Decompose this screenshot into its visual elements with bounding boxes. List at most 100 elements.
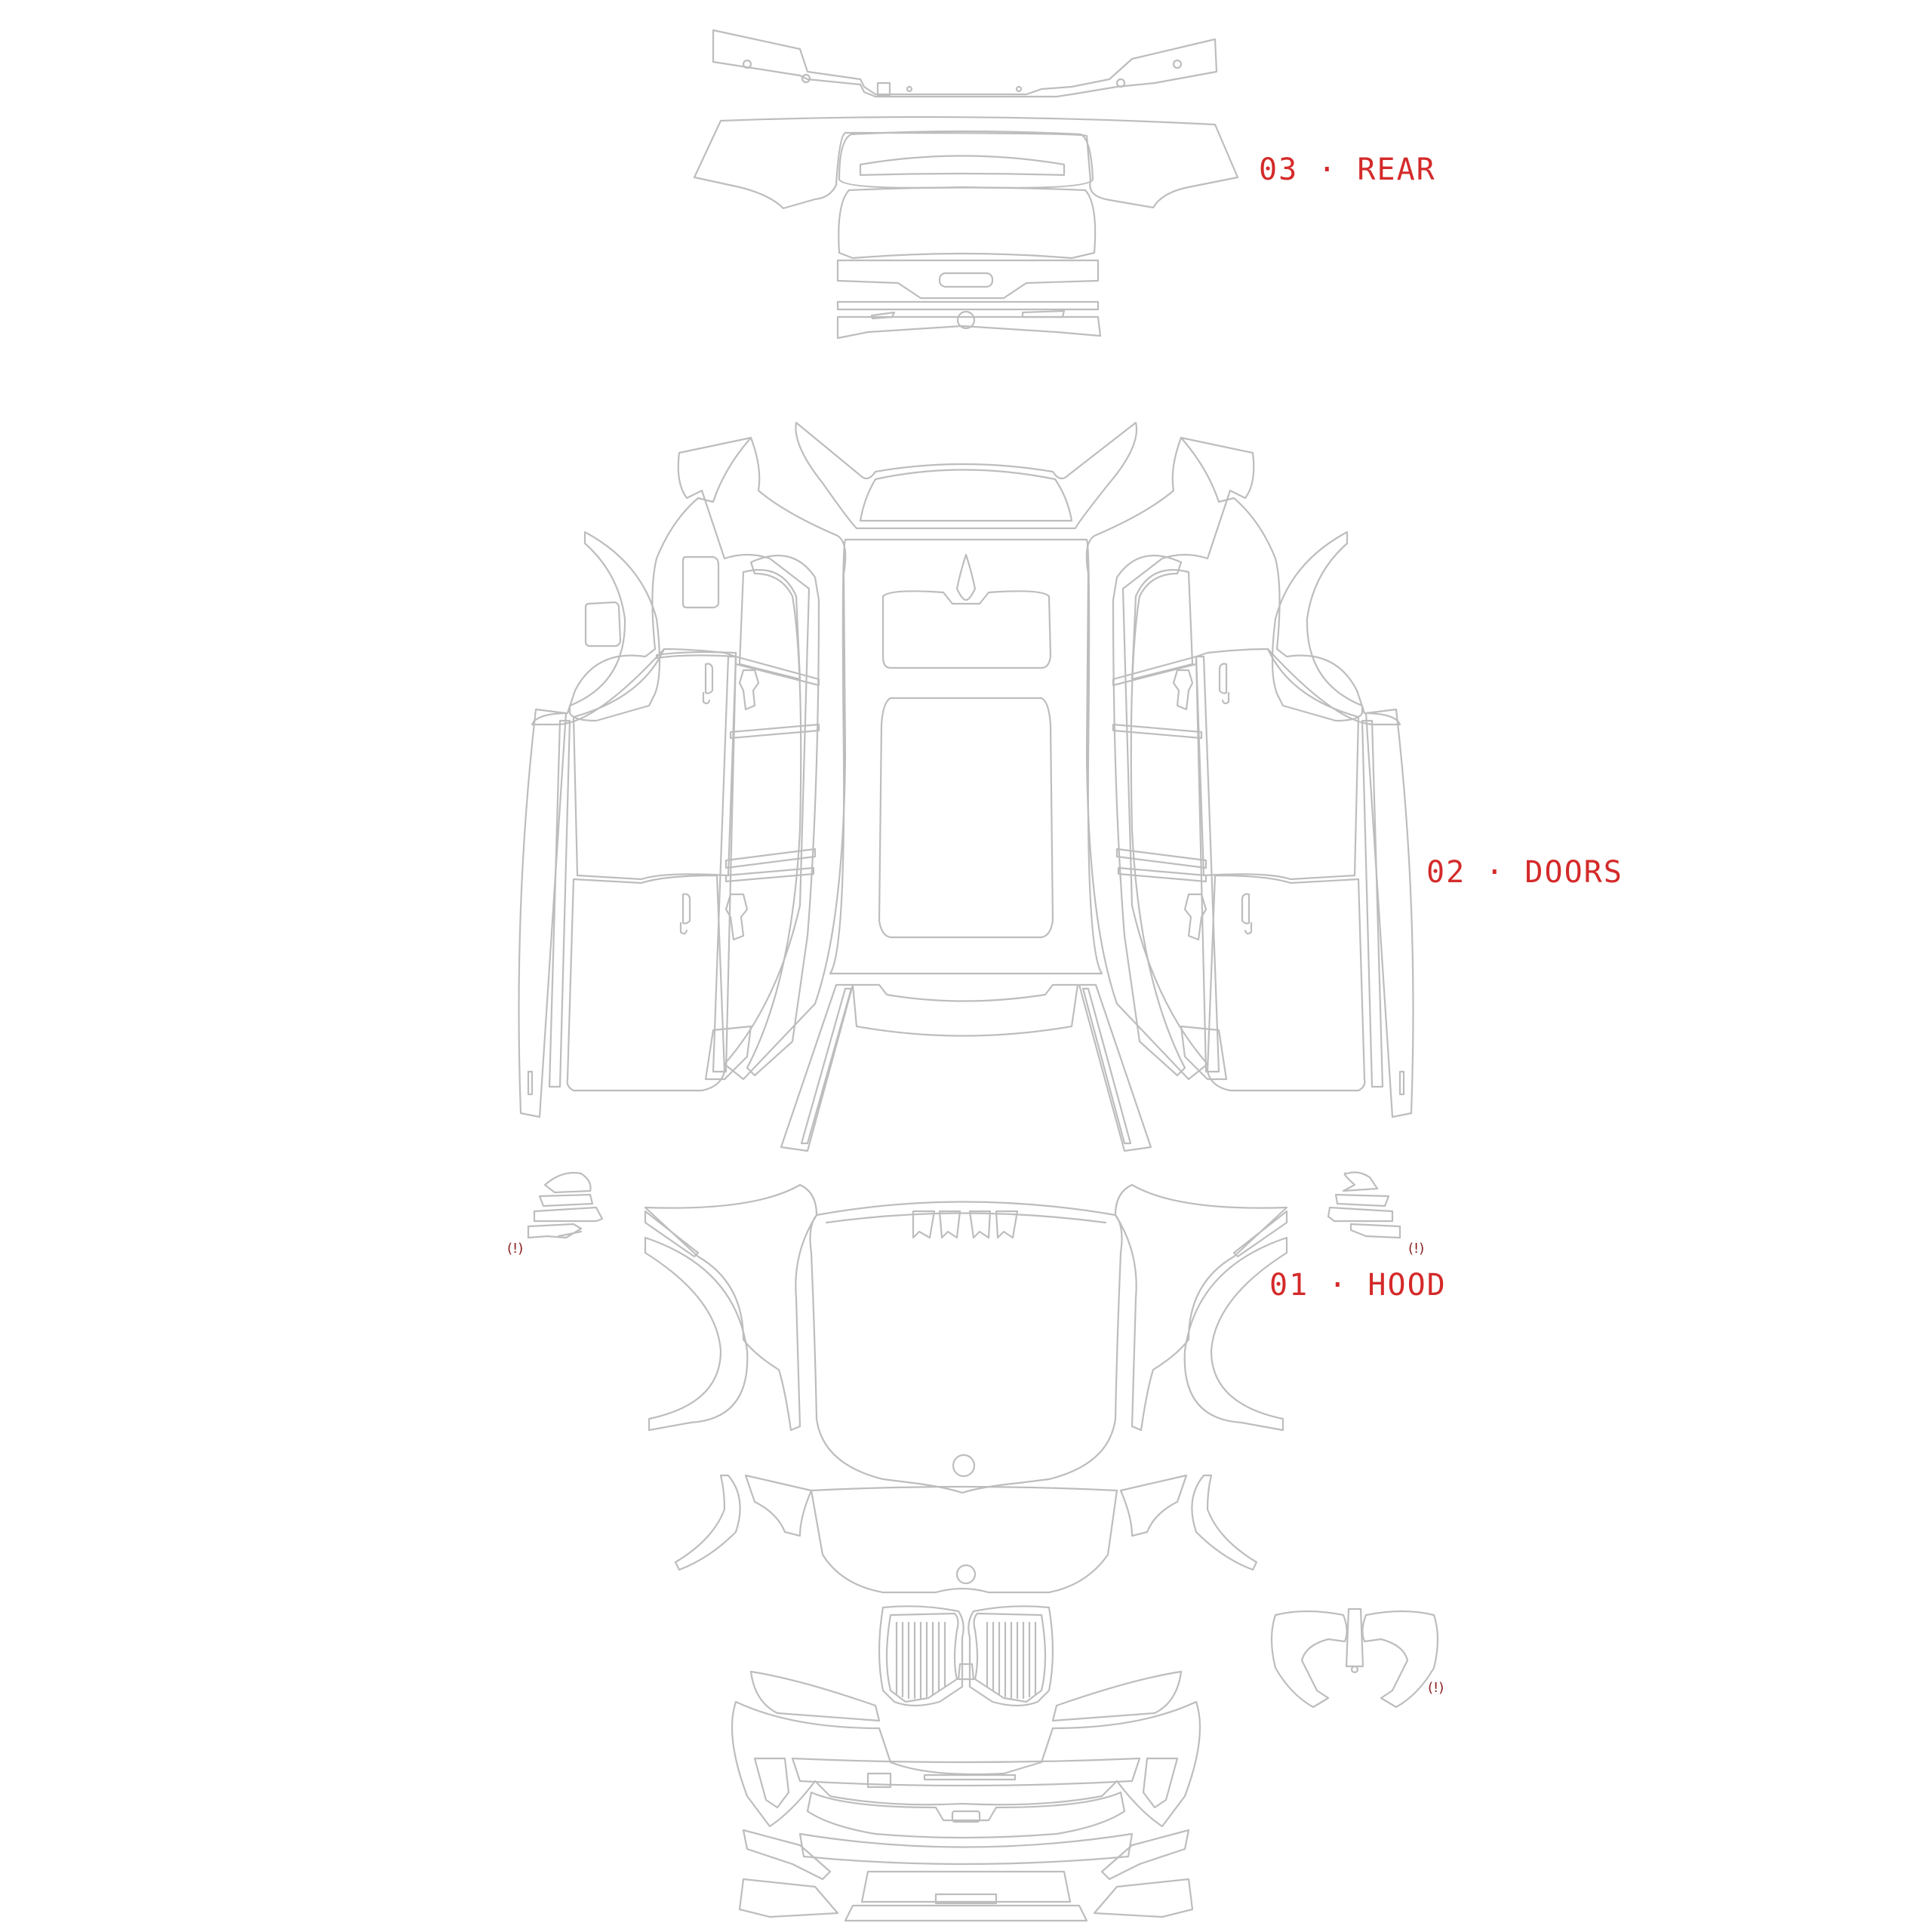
right-rear-arch-outline [1271, 531, 1364, 722]
spoiler-hole [906, 85, 913, 93]
hood-inner-line [825, 1212, 1107, 1224]
right-mirror-base-outline [1334, 1193, 1390, 1208]
right-rear-quarter-outline [1085, 436, 1255, 1081]
right-rear-door-outline [1195, 648, 1360, 881]
right-fender-outline [1114, 1183, 1288, 1432]
front-license-bar [923, 1774, 1017, 1781]
hood-outline [809, 1201, 1123, 1494]
right-door-belt-mid [1112, 723, 1203, 740]
roof-spoiler-outline [712, 29, 1218, 98]
spoiler-hole [1015, 85, 1023, 93]
sunroof-outline [878, 697, 1054, 939]
left-mirror-cutout-2 [724, 893, 749, 941]
left-fog-area [753, 1757, 790, 1809]
front-lower-emblem [955, 1564, 977, 1585]
section-label-doors: 02 · DOORS [1426, 855, 1623, 890]
left-kidney-slats [895, 1621, 946, 1700]
hood-vent-2 [938, 1210, 961, 1239]
right-mirror-cutout-2 [1183, 893, 1208, 941]
kidney-surround-pin [1350, 1665, 1359, 1674]
spoiler-hole [742, 59, 752, 69]
left-rear-door-handle [702, 663, 714, 705]
hood-vent-3 [968, 1210, 992, 1239]
hood-vent-1 [912, 1210, 936, 1239]
section-label-hood: 01 · HOOD [1269, 1268, 1447, 1303]
front-splitter-outline [798, 1832, 1134, 1866]
roof-shark-fin [955, 553, 977, 601]
left-mirror-cap-outline [543, 1171, 592, 1194]
right-kidney-slats [986, 1621, 1037, 1700]
right-c-pillar-inner [1081, 987, 1132, 1145]
kidney-surround-center [1345, 1607, 1364, 1668]
left-mirror-cutout-1 [738, 669, 760, 711]
bumper-intake-band [791, 1757, 1141, 1787]
front-lower-bumper-outline [806, 1791, 1126, 1839]
lower-center-sensor [951, 1810, 981, 1823]
right-front-door-frame [1131, 569, 1194, 681]
roof-outline [829, 538, 1103, 975]
left-sill-outline [548, 719, 571, 1088]
right-bumper-corner-strip [1093, 1878, 1194, 1918]
right-rear-door-frame [1112, 554, 1186, 1077]
right-front-fender-strip [1119, 1474, 1188, 1537]
windshield-glass-outline [859, 469, 1073, 522]
rear-window-outline [838, 130, 1094, 189]
right-fender-upper-trim [1232, 1210, 1288, 1258]
right-fog-area [1142, 1757, 1179, 1809]
left-fender-arch-outline [644, 1236, 749, 1432]
left-door-belt-mid [729, 723, 820, 740]
right-front-door-handle [1241, 893, 1253, 935]
left-rocker-strip [518, 708, 568, 1118]
left-rear-arch-outline [568, 531, 661, 722]
left-door-belt-lower [724, 848, 817, 883]
right-mirror-arm-outline [1327, 1206, 1394, 1223]
kidney-grille-warning-badge: (!) [1428, 1680, 1444, 1696]
left-mirror-arm-outline [533, 1206, 604, 1223]
left-headlight-strip [749, 1670, 881, 1722]
roof-front-panel [881, 590, 1052, 669]
right-lower-canard [1100, 1829, 1190, 1881]
left-fender-outline [644, 1183, 818, 1432]
left-mirror-base-outline [538, 1193, 594, 1208]
hood-emblem [952, 1454, 976, 1478]
right-front-door-outline [1206, 874, 1366, 1092]
right-door-belt-lower [1115, 848, 1208, 883]
front-lip-outline [860, 1870, 1072, 1903]
left-rear-door-outline [572, 648, 737, 881]
spoiler-center-tab [876, 82, 891, 97]
front-bumper-outline [731, 1700, 1201, 1828]
doors-panel-group [518, 421, 1414, 1152]
right-kidney-grille-frame [973, 1612, 1047, 1703]
hood-panel-group [527, 1171, 1439, 1922]
left-fuel-door [681, 555, 720, 609]
left-c-pillar-outline [780, 983, 854, 1152]
left-arch-small-panel [584, 601, 622, 648]
rear-panel-group [693, 29, 1239, 340]
left-front-door-frame [738, 569, 801, 681]
left-front-door-outline [566, 874, 726, 1092]
left-front-door-handle [679, 893, 691, 935]
left-mirror-warning-badge: (!) [507, 1241, 524, 1257]
grille-center-tab [957, 1663, 975, 1681]
rear-window-inner-outline [859, 155, 1066, 177]
left-rear-door-frame [746, 554, 820, 1077]
left-bumper-corner-strip [738, 1878, 839, 1918]
right-rocker-strip-inner [1398, 1070, 1405, 1096]
left-rocker-strip-inner [527, 1070, 534, 1096]
right-lower-fender-outline [1191, 1474, 1258, 1571]
kidney-surround-left [1270, 1610, 1348, 1709]
spoiler-hole [1172, 59, 1183, 69]
left-rear-quarter-outline [677, 436, 847, 1081]
section-label-rear: 03 · REAR [1259, 152, 1436, 187]
license-plate-recess [938, 272, 994, 288]
right-mirror-warning-badge: (!) [1408, 1241, 1425, 1257]
left-lower-canard [742, 1829, 832, 1881]
right-rear-door-handle [1218, 663, 1230, 705]
right-c-pillar-outline [1078, 983, 1152, 1152]
left-fender-upper-trim [644, 1210, 700, 1258]
right-mirror-lower-outline [1349, 1223, 1401, 1239]
rear-tow-cap [956, 310, 976, 330]
rear-diffuser-outline [836, 315, 1102, 340]
right-headlight-strip [1051, 1670, 1183, 1722]
